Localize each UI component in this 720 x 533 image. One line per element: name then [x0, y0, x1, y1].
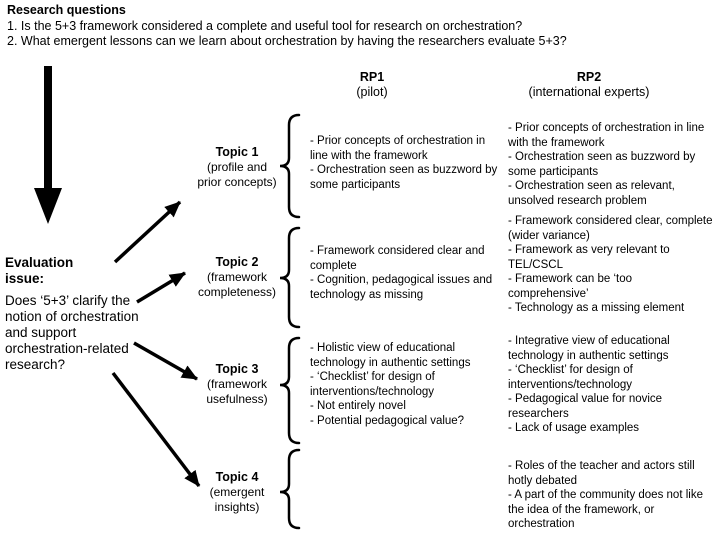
topic-1-subtitle: (profile and prior concepts) [197, 160, 277, 189]
finding-item: - Roles of the teacher and actors still … [508, 460, 695, 487]
topic-3-rp2-findings: - Integrative view of educational techno… [508, 334, 720, 436]
topic-4-brace [279, 448, 301, 530]
topic-3-rp1-findings: - Holistic view of educational technolog… [310, 341, 510, 428]
topic-4-subtitle: (emergent insights) [209, 485, 265, 514]
finding-item: - Orchestration seen as relevant, unsolv… [508, 180, 675, 207]
rp2-column-subtitle: (international experts) [528, 85, 650, 99]
finding-item: - Lack of usage examples [508, 422, 640, 434]
finding-item: - Holistic view of educational technolog… [310, 342, 471, 369]
research-questions-title: Research questions [7, 3, 126, 17]
topic-3-subtitle: (framework usefulness) [206, 377, 268, 406]
finding-item: - Framework as very relevant to TEL/CSCL [508, 244, 670, 271]
finding-item: - ‘Checklist’ for design of intervention… [508, 364, 633, 391]
topic-2-subtitle: (framework completeness) [197, 270, 277, 299]
topic-3-brace [279, 336, 301, 445]
topic-2-brace [279, 226, 301, 329]
finding-item: - ‘Checklist’ for design of intervention… [310, 371, 435, 398]
topic-3-label: Topic 3 (framework usefulness) [193, 362, 281, 407]
topic-1-label: Topic 1 (profile and prior concepts) [193, 145, 281, 190]
finding-item: - Cognition, pedagogical issues and tech… [310, 274, 493, 301]
topic-2-rp1-findings: - Framework considered clear and complet… [310, 244, 510, 302]
arrow-to-topic-2 [136, 271, 186, 304]
research-question-2: 2. What emergent lessons can we learn ab… [7, 34, 567, 48]
arrow-to-topic-1 [113, 200, 182, 264]
finding-item: - Prior concepts of orchestration in lin… [310, 135, 486, 162]
topic-1-rp1-findings: - Prior concepts of orchestration in lin… [310, 134, 510, 192]
topic-2-label: Topic 2 (framework completeness) [193, 255, 281, 300]
rp1-column-name: RP1 [359, 70, 385, 84]
finding-item: - Not entirely novel [310, 400, 406, 412]
topic-4-name: Topic 4 [215, 470, 259, 484]
finding-item: - Framework considered clear, complete (… [508, 215, 713, 242]
evaluation-issue: Evaluation issue: Does ‘5+3’ clarify the… [5, 255, 195, 373]
finding-item: - Orchestration seen as buzzword by some… [508, 151, 696, 178]
topic-1-rp2-findings: - Prior concepts of orchestration in lin… [508, 121, 720, 208]
topic-1-name: Topic 1 [215, 145, 259, 159]
rp2-column-name: RP2 [576, 70, 602, 84]
rp1-column-subtitle: (pilot) [356, 85, 388, 99]
topic-2-name: Topic 2 [215, 255, 259, 269]
arrow-to-topic-3 [133, 341, 198, 381]
research-questions-header: Research questions 1. Is the 5+3 framewo… [7, 3, 567, 50]
topic-4-rp2-findings: - Roles of the teacher and actors still … [508, 459, 720, 532]
finding-item: - Integrative view of educational techno… [508, 335, 670, 362]
arrow-to-topic-4 [111, 371, 201, 488]
topic-3-name: Topic 3 [215, 362, 259, 376]
finding-item: - Orchestration seen as buzzword by some… [310, 164, 498, 191]
rp1-column-header: RP1 (pilot) [312, 70, 432, 100]
evaluation-issue-question: Does ‘5+3’ clarify the notion of orchest… [5, 293, 139, 372]
finding-item: - Framework can be ‘too comprehensive’ [508, 273, 632, 300]
finding-item: - A part of the community does not like … [508, 489, 703, 530]
topic-1-brace [279, 113, 301, 219]
evaluation-issue-title: Evaluation issue: [5, 255, 74, 286]
research-question-1: 1. Is the 5+3 framework considered a com… [7, 18, 523, 33]
evaluation-flow-arrow [34, 66, 62, 224]
finding-item: - Prior concepts of orchestration in lin… [508, 122, 705, 149]
topic-4-label: Topic 4 (emergent insights) [193, 470, 281, 515]
finding-item: - Technology as a missing element [508, 302, 685, 314]
finding-item: - Pedagogical value for novice researche… [508, 393, 663, 420]
finding-item: - Potential pedagogical value? [310, 414, 465, 427]
topic-2-rp2-findings: - Framework considered clear, complete (… [508, 214, 720, 316]
finding-item: - Framework considered clear and complet… [310, 245, 485, 272]
rp2-column-header: RP2 (international experts) [512, 70, 666, 100]
